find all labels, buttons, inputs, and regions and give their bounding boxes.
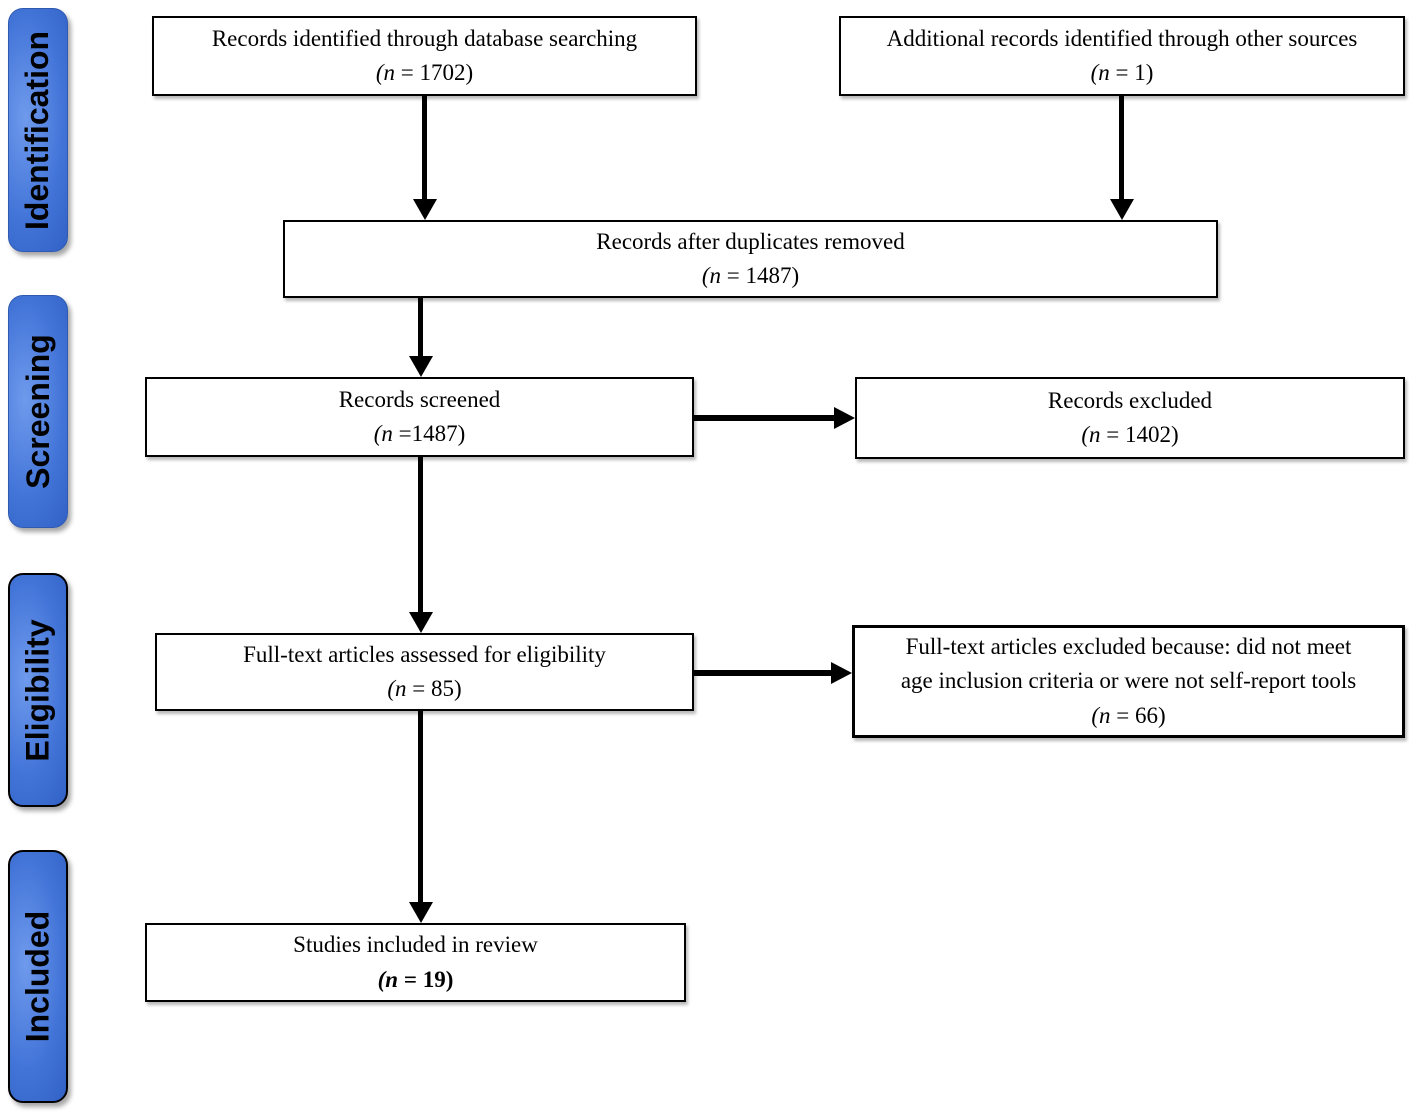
box-records-excluded: Records excluded (n = 1402) [855,377,1405,459]
box-fulltext-assessed-text: Full-text articles assessed for eligibil… [243,641,606,667]
box-fulltext-assessed-n: (n = 85) [387,676,462,701]
arrow-additional-to-dedup-shaft [1119,96,1124,201]
stage-included: Included [8,850,68,1103]
box-records-identified-text: Records identified through database sear… [211,25,638,51]
box-records-identified-n: (n = 1702) [375,60,474,85]
box-studies-included-text: Studies included in review [293,932,538,957]
box-fulltext-excluded-text-line2: age inclusion criteria or were not self-… [900,668,1357,694]
box-additional-records-n: (n = 1) [1090,60,1154,85]
box-records-screened: Records screened (n =1487) [145,377,694,457]
arrow-dedup-to-screened-head [409,356,433,377]
arrow-fulltext-to-excluded-shaft [694,670,832,676]
arrow-identified-to-dedup-shaft [422,96,427,201]
box-studies-included: Studies included in review (n = 19) [145,923,686,1002]
arrow-fulltext-to-included-head [409,902,433,923]
box-duplicates-removed-n: (n = 1487) [701,263,800,288]
box-records-excluded-n: (n = 1402) [1081,422,1179,447]
box-records-screened-text: Records screened [338,386,501,412]
arrow-additional-to-dedup-head [1110,199,1134,220]
stage-eligibility-label: Eligibility [19,618,56,762]
box-studies-included-n: (n = 19) [377,966,454,992]
arrow-screened-to-fulltext-head [409,612,433,633]
box-duplicates-removed-text: Records after duplicates removed [596,228,905,254]
box-additional-records-text: Additional records identified through ot… [886,25,1358,51]
stage-screening-label: Screening [19,334,56,489]
stage-identification: Identification [8,8,68,252]
box-additional-records: Additional records identified through ot… [839,16,1405,96]
stage-eligibility: Eligibility [8,573,68,807]
arrow-fulltext-to-included-shaft [418,711,423,903]
box-fulltext-excluded: Full-text articles excluded because: did… [852,625,1405,738]
arrow-screened-to-fulltext-shaft [418,457,423,613]
stage-screening: Screening [8,295,68,528]
arrow-screened-to-excluded-head [834,407,855,429]
stage-identification-label: Identification [19,30,56,230]
arrow-dedup-to-screened-shaft [418,298,423,357]
box-fulltext-assessed: Full-text articles assessed for eligibil… [155,633,694,711]
arrow-screened-to-excluded-shaft [694,415,835,421]
box-records-screened-n: (n =1487) [373,421,466,446]
box-fulltext-excluded-n: (n = 66) [1091,702,1166,728]
box-duplicates-removed: Records after duplicates removed (n = 14… [283,220,1218,298]
stage-included-label: Included [19,910,56,1043]
box-records-identified: Records identified through database sear… [152,16,697,96]
box-fulltext-excluded-text-line1: Full-text articles excluded because: did… [905,633,1352,659]
box-records-excluded-text: Records excluded [1047,387,1213,413]
arrow-fulltext-to-excluded-head [831,662,852,684]
arrow-identified-to-dedup-head [413,199,437,220]
